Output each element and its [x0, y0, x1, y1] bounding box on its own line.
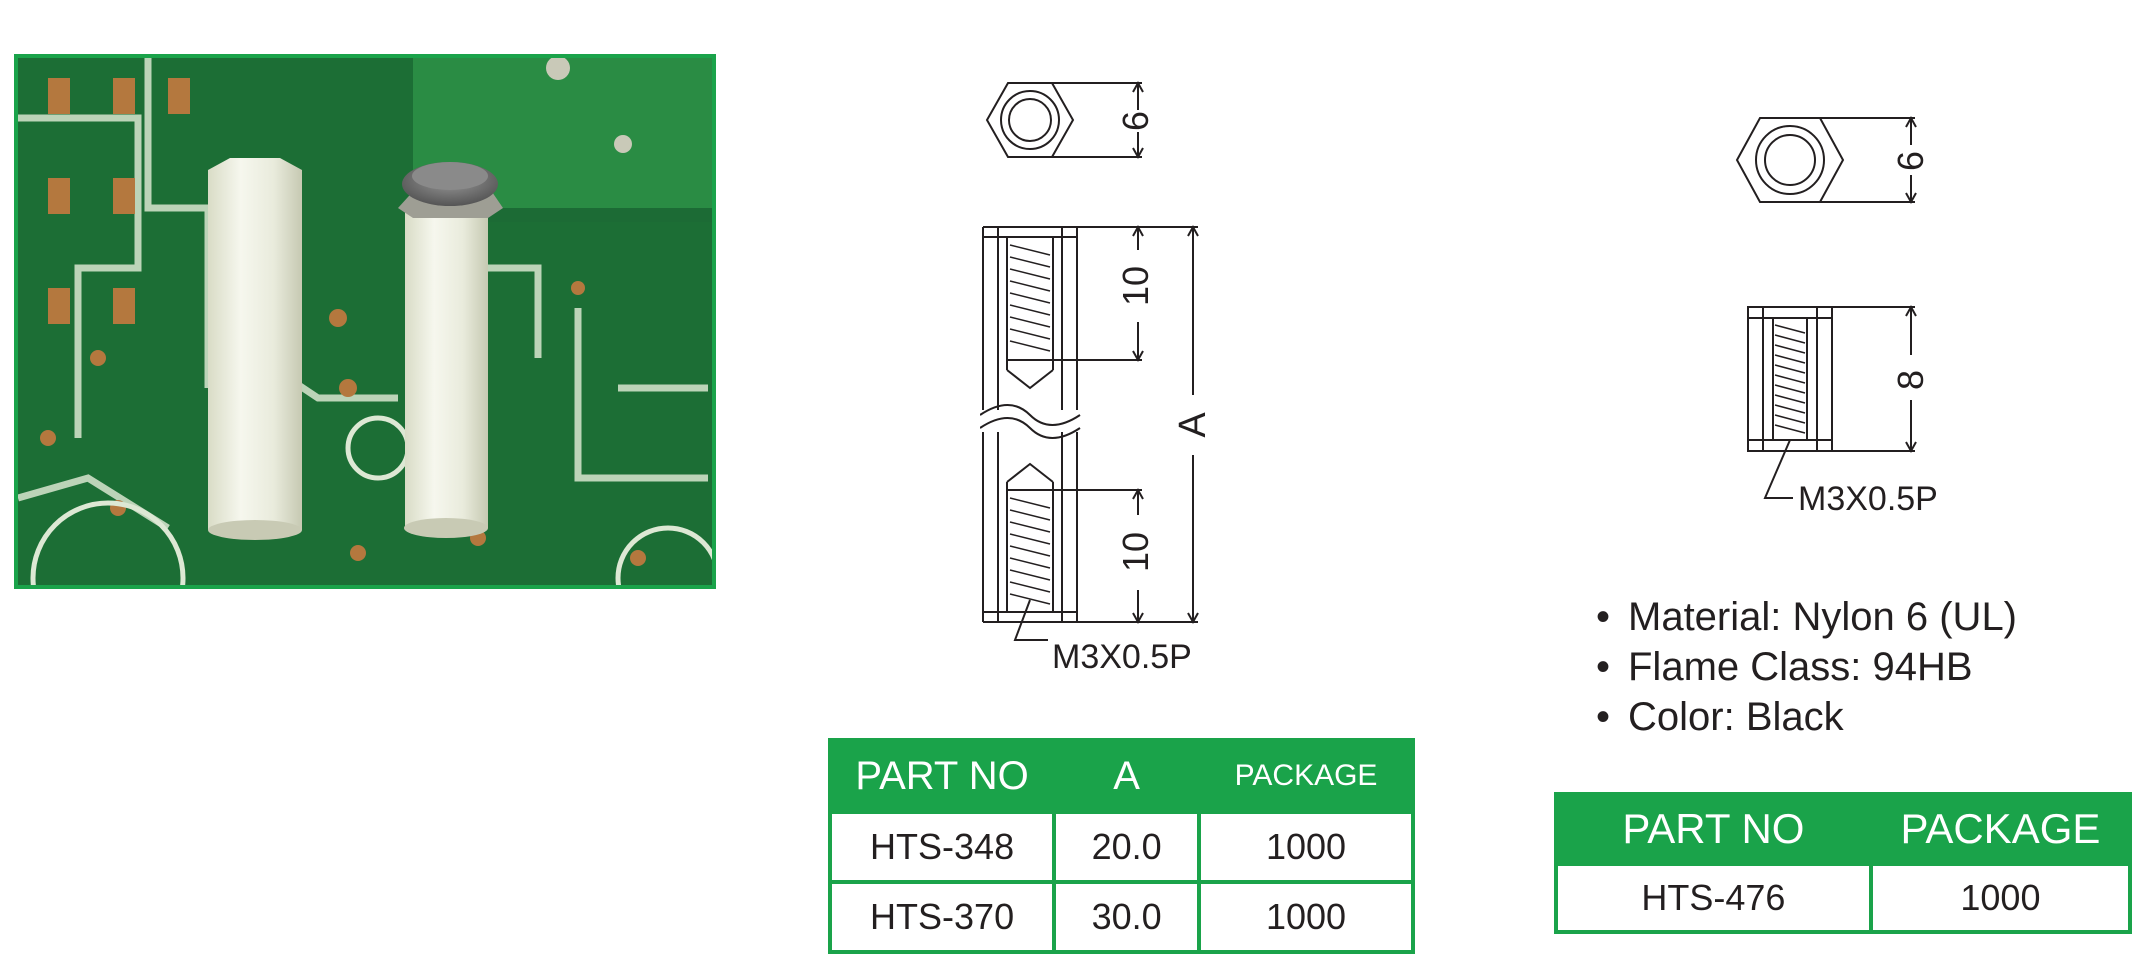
thread-spec-right: M3X0.5P: [1798, 480, 1938, 518]
cell-package: 1000: [1868, 862, 2133, 934]
dim-hex-right: 6: [1890, 151, 1931, 171]
table-row: HTS-476 1000: [1554, 862, 2133, 934]
dim-thread-top: 10: [1115, 266, 1156, 306]
thread-hatching-left: [1009, 244, 1051, 605]
cell-part-no: HTS-476: [1554, 862, 1873, 934]
hex-outline-top-right: [1735, 117, 1845, 203]
spec-material-text: Material: Nylon 6 (UL): [1628, 595, 2018, 639]
spec-flame-class: • Flame Class: 94HB: [1596, 642, 2017, 692]
table-row: HTS-370 30.0 1000: [827, 880, 1415, 954]
cell-part-no: HTS-370: [827, 880, 1057, 954]
thread-spec-left: M3X0.5P: [1052, 638, 1192, 676]
table-header-row: PART NO A PACKAGE: [827, 738, 1415, 814]
spec-color-text: Color: Black: [1628, 695, 1844, 739]
header-part-no: PART NO: [1554, 792, 1873, 866]
dim-overall-a: A: [1172, 412, 1214, 438]
cell-part-no: HTS-348: [827, 810, 1057, 884]
header-a: A: [1052, 738, 1202, 814]
cell-a: 20.0: [1052, 810, 1202, 884]
parts-table-long: PART NO A PACKAGE HTS-348 20.0 1000 HTS-…: [827, 738, 1415, 954]
header-package: PACKAGE: [1868, 792, 2133, 866]
dim-hex-left: 6: [1115, 111, 1156, 131]
thread-hatching-right: [1774, 324, 1806, 434]
cell-package: 1000: [1197, 810, 1415, 884]
drawing-long-standoff: 6 10 10 A M3X0.5P: [980, 80, 1214, 676]
hex-outline-top: [985, 82, 1075, 158]
bullet-icon: •: [1596, 595, 1611, 639]
header-part-no: PART NO: [827, 738, 1057, 814]
spec-color: • Color: Black: [1596, 692, 2017, 742]
cell-a: 30.0: [1052, 880, 1202, 954]
table-header-row: PART NO PACKAGE: [1554, 792, 2133, 866]
product-photo: [14, 54, 716, 589]
parts-table-short: PART NO PACKAGE HTS-476 1000: [1554, 792, 2133, 934]
cell-package: 1000: [1197, 880, 1415, 954]
bullet-icon: •: [1596, 695, 1611, 739]
spec-list: • Material: Nylon 6 (UL) • Flame Class: 94…: [1596, 592, 2017, 742]
spec-flame-text: Flame Class: 94HB: [1628, 645, 1973, 689]
header-package: PACKAGE: [1197, 738, 1415, 814]
drawing-short-standoff: 6 8 M3X0.5P: [1735, 115, 1938, 518]
table-row: HTS-348 20.0 1000: [827, 810, 1415, 884]
dim-thread-bottom: 10: [1115, 532, 1156, 572]
spec-material: • Material: Nylon 6 (UL): [1596, 592, 2017, 642]
dim-length-right: 8: [1890, 370, 1931, 390]
bullet-icon: •: [1596, 645, 1611, 689]
